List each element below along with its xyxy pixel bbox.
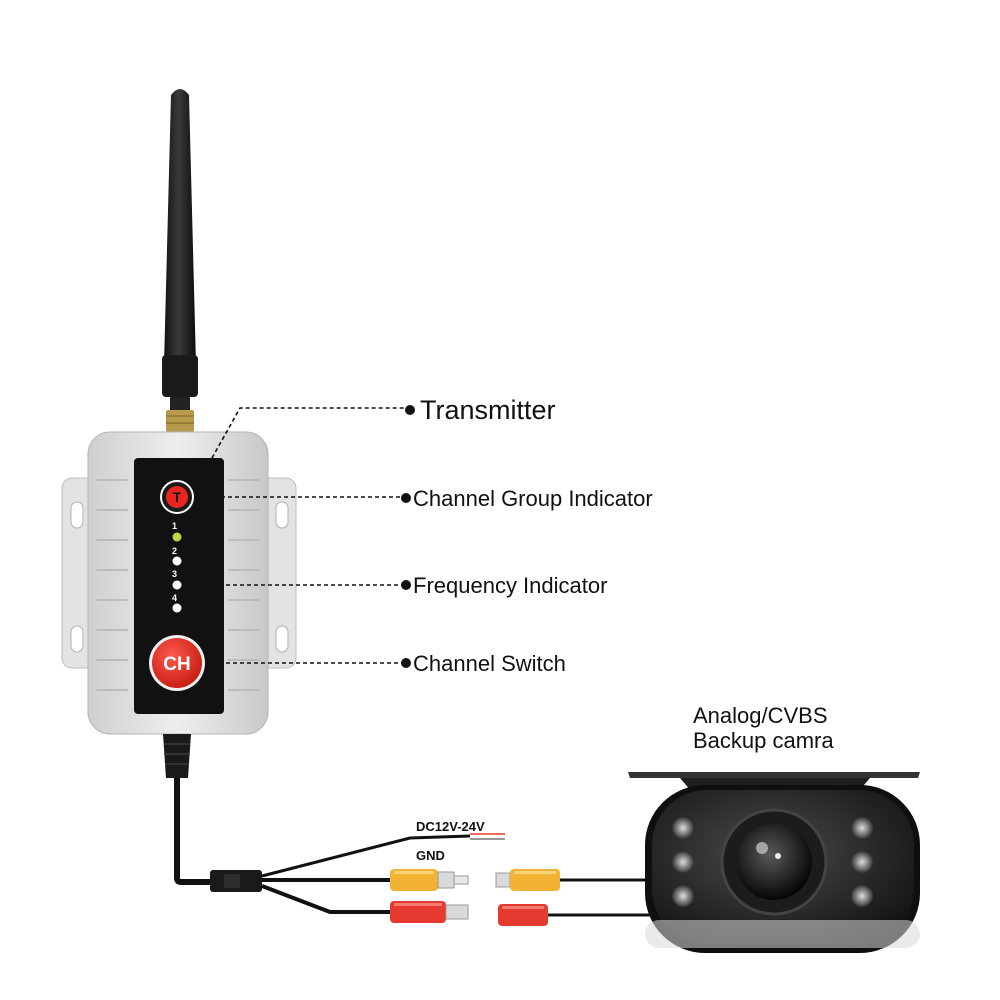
led-1 [172, 532, 182, 542]
dc-red-transmitter [390, 901, 469, 923]
camera-wires [548, 878, 660, 917]
backup-camera [628, 772, 920, 953]
t-button-label: T [173, 489, 182, 505]
rca-yellow-transmitter [390, 869, 469, 891]
callout-channel-group-indicator: Channel Group Indicator [413, 486, 653, 511]
ir-leds [672, 817, 873, 907]
led-number-4: 4 [172, 593, 177, 603]
antenna [162, 89, 198, 432]
channel-switch-button[interactable]: CH [149, 635, 205, 691]
callout-transmitter: Transmitter [420, 395, 556, 425]
t-indicator-button[interactable]: T [160, 480, 194, 514]
callout-frequency-indicator: Frequency Indicator [413, 573, 607, 598]
wire-label-ground: GND [416, 848, 445, 863]
led-4 [172, 603, 182, 613]
main-cable [163, 734, 262, 892]
led-3 [172, 580, 182, 590]
split-wires [261, 833, 505, 914]
led-number-1: 1 [172, 521, 177, 531]
frequency-leds: 1 2 3 4 [172, 521, 182, 613]
led-number-3: 3 [172, 569, 177, 579]
dc-red-camera [498, 904, 548, 926]
callout-channel-switch: Channel Switch [413, 651, 566, 676]
led-number-2: 2 [172, 546, 177, 556]
ch-button-label: CH [163, 654, 190, 675]
camera-label-line1: Analog/CVBS [693, 703, 828, 728]
callout-lines [184, 407, 406, 664]
led-2 [172, 556, 182, 566]
wire-label-power: DC12V-24V [416, 819, 485, 834]
camera-label-line2: Backup camra [693, 728, 834, 753]
callout-dots [401, 405, 415, 668]
rca-yellow-camera [495, 869, 560, 891]
